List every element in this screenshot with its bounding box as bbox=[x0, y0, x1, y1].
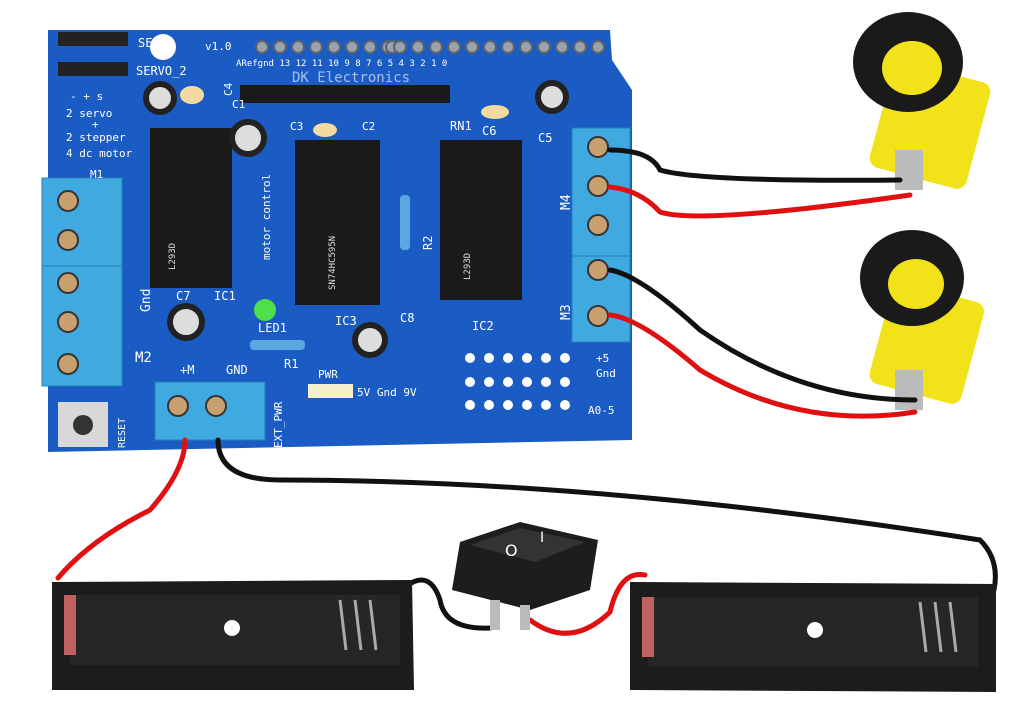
label-ic1: IC1 bbox=[214, 289, 236, 303]
wire-gnd-black bbox=[215, 437, 998, 593]
wire-m3-red bbox=[607, 312, 918, 419]
label-rn1: RN1 bbox=[450, 119, 472, 133]
capacitor bbox=[143, 81, 177, 115]
label-version: v1.0 bbox=[205, 40, 232, 53]
label-m3: M3 bbox=[559, 304, 574, 320]
battery-holder-left bbox=[52, 580, 414, 690]
wire-m4-red bbox=[607, 184, 913, 219]
label-c6: C6 bbox=[482, 124, 496, 138]
ceramic-capacitor bbox=[180, 86, 204, 104]
label-pwr: PWR bbox=[318, 368, 338, 381]
wire-m4-black bbox=[607, 147, 903, 183]
ceramic-capacitor bbox=[313, 123, 337, 137]
label-maker: DK Electronics bbox=[292, 70, 410, 86]
label-r1: R1 bbox=[284, 357, 298, 371]
wire-m3-black bbox=[607, 267, 918, 403]
led1-green bbox=[254, 299, 276, 321]
ic2-chip bbox=[440, 140, 522, 300]
switch-on-symbol: I bbox=[540, 530, 544, 546]
label-led1: LED1 bbox=[258, 321, 287, 335]
feature-line-1: - + s bbox=[70, 90, 103, 103]
feature-line-3: + bbox=[92, 118, 99, 131]
label-c8: C8 bbox=[400, 311, 414, 325]
dc-motor-bottom bbox=[860, 230, 984, 410]
rocker-switch[interactable]: O I bbox=[452, 522, 598, 630]
label-motor-control: motor control bbox=[260, 174, 273, 260]
label-ic3: IC3 bbox=[335, 314, 357, 328]
resistor-r2 bbox=[400, 195, 410, 250]
wire-plus-m-red bbox=[55, 437, 188, 581]
label-m1: M1 bbox=[90, 168, 103, 181]
label-pwr-pins: 5V Gnd 9V bbox=[357, 386, 417, 399]
capacitor bbox=[535, 80, 569, 114]
label-plus5: +5 bbox=[596, 352, 609, 365]
label-gnd: GND bbox=[226, 363, 248, 377]
terminal-m1 bbox=[41, 177, 123, 267]
feature-line-4: 2 stepper bbox=[66, 131, 126, 144]
wires bbox=[55, 147, 998, 636]
label-ic2: IC2 bbox=[472, 319, 494, 333]
battery-holder-right bbox=[630, 582, 996, 692]
label-ext-pwr: EXT_PWR bbox=[272, 401, 285, 448]
switch-off-symbol: O bbox=[505, 541, 518, 560]
resistor-network bbox=[240, 85, 450, 103]
label-c4: C4 bbox=[222, 82, 235, 96]
label-gnd-side: Gnd bbox=[139, 289, 154, 312]
label-reset: RESET bbox=[117, 418, 128, 448]
label-pins-top: ARefgnd 13 12 11 10 9 8 7 6 5 4 3 2 1 0 bbox=[236, 59, 447, 69]
resistor-r1 bbox=[250, 340, 305, 350]
feature-line-2: 2 servo bbox=[66, 107, 112, 120]
label-servo2: SERVO_2 bbox=[136, 64, 187, 78]
wire-battery-switch-black bbox=[405, 577, 493, 631]
pwr-jumper[interactable] bbox=[308, 384, 353, 398]
label-gnd-right: Gnd bbox=[596, 367, 616, 380]
label-c7: C7 bbox=[176, 289, 190, 303]
ic3-marking: SN74HC595N bbox=[328, 236, 338, 290]
ic3-chip bbox=[295, 140, 380, 305]
label-c1: C1 bbox=[232, 98, 245, 111]
label-m4: M4 bbox=[559, 194, 574, 210]
capacitor bbox=[167, 303, 205, 341]
capacitor bbox=[352, 322, 388, 358]
label-r2: R2 bbox=[421, 236, 435, 250]
label-a0-5: A0-5 bbox=[588, 404, 615, 417]
label-m2: M2 bbox=[135, 350, 152, 366]
wire-switch-battery-red bbox=[527, 571, 648, 636]
terminal-m2-gnd bbox=[41, 265, 123, 387]
ic1-marking: L293D bbox=[168, 243, 178, 270]
label-c2: C2 bbox=[362, 120, 375, 133]
label-c3: C3 bbox=[290, 120, 303, 133]
ic1-chip bbox=[150, 128, 232, 288]
label-ser1: SER1 bbox=[138, 36, 167, 50]
label-c5: C5 bbox=[538, 131, 552, 145]
ceramic-capacitor bbox=[481, 105, 509, 119]
label-plus-m: +M bbox=[180, 363, 194, 377]
feature-line-5: 4 dc motor bbox=[66, 147, 133, 160]
motor-shield-board: SER1 SERVO_2 v1.0 ARefgnd 13 12 11 10 9 … bbox=[41, 30, 632, 452]
dc-motor-top bbox=[853, 12, 991, 190]
ic2-marking: L293D bbox=[463, 253, 473, 280]
capacitor bbox=[229, 119, 267, 157]
